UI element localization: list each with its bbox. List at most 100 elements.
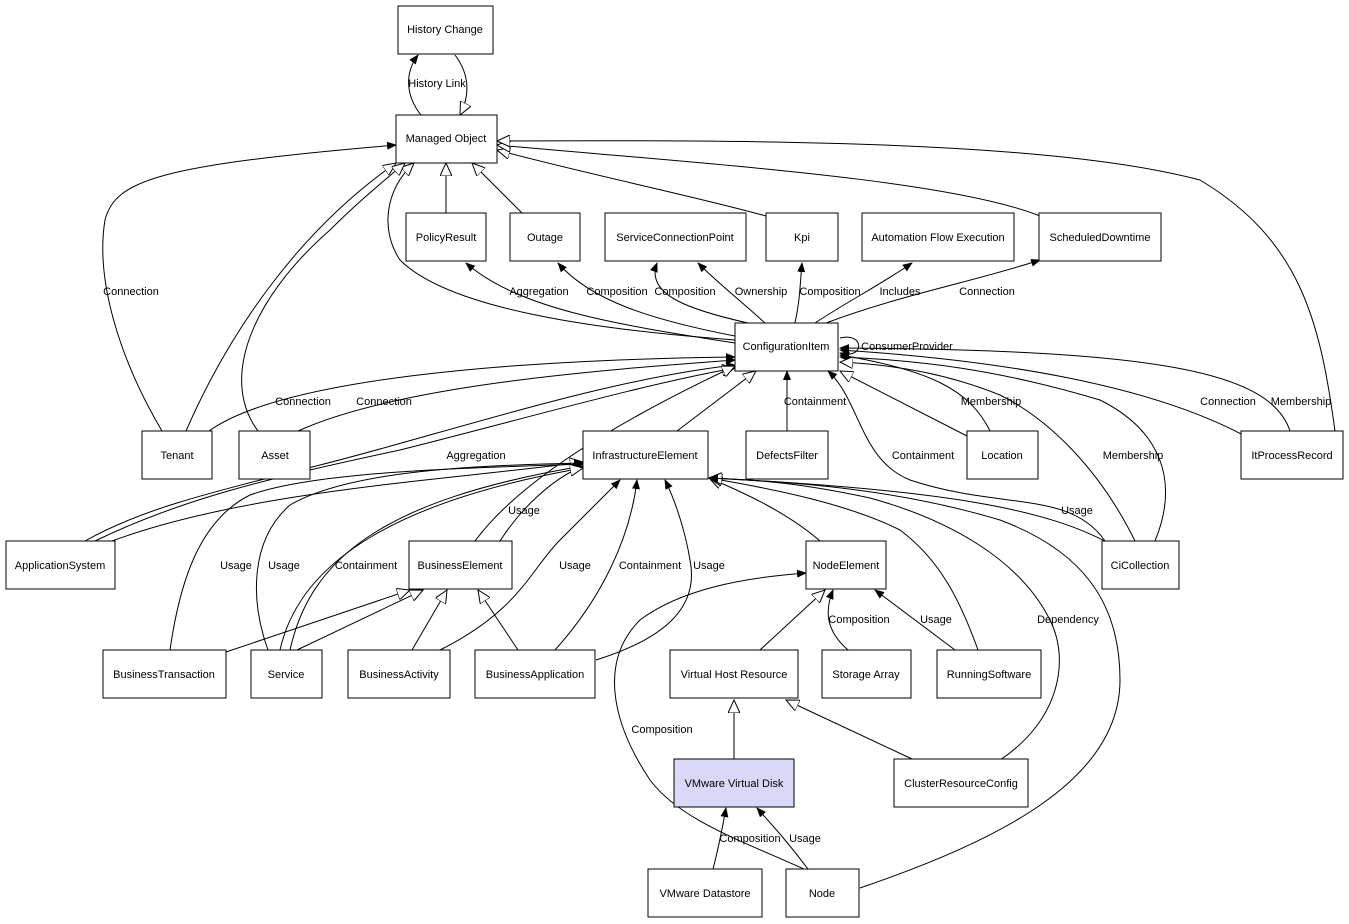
- edge-tenant-mo-inherit: [185, 163, 396, 432]
- edge-cicol-ie-usage: [708, 474, 1113, 546]
- edge-service-be: [296, 590, 423, 651]
- svg-text:Managed Object: Managed Object: [406, 133, 487, 145]
- svg-text:VMware Virtual Disk: VMware Virtual Disk: [685, 778, 784, 790]
- node-history-change[interactable]: History Change: [397, 5, 494, 55]
- edge-asset-ci: [297, 356, 736, 432]
- svg-text:ItProcessRecord: ItProcessRecord: [1251, 450, 1332, 462]
- edge-service-ie-usage: [255, 459, 584, 651]
- node-infrastructure-element[interactable]: InfrastructureElement: [582, 430, 709, 480]
- label-composition-kpi: Composition: [799, 286, 860, 298]
- edge-storage-ne: [825, 589, 849, 651]
- edge-bt-ie-usage: [169, 460, 584, 651]
- node-vmware-virtual-disk[interactable]: VMware Virtual Disk: [673, 758, 795, 808]
- edge-node-ne-composition: [614, 569, 807, 871]
- edge-running-ie-inherit: [709, 478, 979, 651]
- node-kpi[interactable]: Kpi: [765, 212, 839, 262]
- edge-managed-object-history-inherit: [454, 54, 467, 115]
- node-managed-object[interactable]: Managed Object: [395, 114, 498, 164]
- node-node-element[interactable]: NodeElement: [805, 540, 887, 590]
- svg-text:Automation Flow Execution: Automation Flow Execution: [871, 232, 1004, 244]
- node-running-software[interactable]: RunningSoftware: [936, 649, 1042, 699]
- label-containment-cicol: Containment: [892, 450, 954, 462]
- edge-crc-vhr: [786, 700, 913, 760]
- edge-bact-ie-usage: [439, 479, 621, 651]
- label-containment-service: Containment: [335, 560, 397, 572]
- node-vmware-datastore[interactable]: VMware Datastore: [647, 868, 763, 918]
- node-business-application[interactable]: BusinessApplication: [474, 649, 596, 699]
- edge-cicol-ci-membership: [839, 353, 1167, 542]
- nodes: History Change Managed Object PolicyResu…: [5, 5, 1344, 918]
- node-application-system[interactable]: ApplicationSystem: [5, 540, 116, 590]
- node-tenant[interactable]: Tenant: [141, 430, 213, 480]
- svg-text:VMware Datastore: VMware Datastore: [659, 888, 750, 900]
- node-outage[interactable]: Outage: [509, 212, 581, 262]
- edge-bapp-ie-usage: [595, 479, 692, 661]
- edge-kpi-mo: [497, 150, 767, 217]
- svg-text:Tenant: Tenant: [160, 450, 193, 462]
- edge-labels: History Link Connection Aggregation Comp…: [103, 78, 1331, 845]
- edge-be-ci-inherit: [474, 366, 735, 542]
- node-storage-array[interactable]: Storage Array: [821, 649, 912, 699]
- label-connection-asset-ci: Connection: [356, 396, 412, 408]
- label-usage-be-ie: Usage: [508, 505, 540, 517]
- node-business-activity[interactable]: BusinessActivity: [347, 649, 451, 699]
- svg-text:ScheduledDowntime: ScheduledDowntime: [1050, 232, 1151, 244]
- label-membership-location: Membership: [961, 396, 1022, 408]
- node-service-connection-point[interactable]: ServiceConnectionPoint: [604, 212, 747, 262]
- svg-text:CiCollection: CiCollection: [1111, 560, 1170, 572]
- svg-text:BusinessTransaction: BusinessTransaction: [113, 669, 215, 681]
- node-service[interactable]: Service: [250, 649, 323, 699]
- label-connection-tenant-mo: Connection: [103, 286, 159, 298]
- edge-ne-ie-inherit: [709, 478, 821, 542]
- edge-cicol-ci-containment: [827, 370, 1106, 542]
- edge-ci-outage: [557, 262, 741, 338]
- svg-text:ClusterResourceConfig: ClusterResourceConfig: [904, 778, 1018, 790]
- label-history-link: History Link: [408, 78, 466, 90]
- node-asset[interactable]: Asset: [238, 430, 311, 480]
- node-it-process-record[interactable]: ItProcessRecord: [1240, 430, 1344, 480]
- edge-ci-afe: [814, 262, 913, 324]
- label-usage-bapp: Usage: [693, 560, 725, 572]
- svg-text:History Change: History Change: [407, 24, 483, 36]
- label-connection-sd: Connection: [959, 286, 1015, 298]
- node-business-transaction[interactable]: BusinessTransaction: [102, 649, 227, 699]
- node-ci-collection[interactable]: CiCollection: [1101, 540, 1180, 590]
- label-usage-bt: Usage: [220, 560, 252, 572]
- svg-text:Kpi: Kpi: [794, 232, 810, 244]
- edge-bact-be: [411, 590, 447, 651]
- label-composition-outage: Composition: [586, 286, 647, 298]
- node-scheduled-downtime[interactable]: ScheduledDowntime: [1038, 212, 1162, 262]
- node-policy-result[interactable]: PolicyResult: [405, 212, 487, 262]
- node-virtual-host-resource[interactable]: Virtual Host Resource: [669, 649, 799, 699]
- svg-text:RunningSoftware: RunningSoftware: [947, 669, 1031, 681]
- svg-text:ConfigurationItem: ConfigurationItem: [743, 341, 830, 353]
- svg-text:Node: Node: [809, 888, 835, 900]
- node-defects-filter[interactable]: DefectsFilter: [745, 430, 829, 480]
- node-business-element[interactable]: BusinessElement: [408, 540, 513, 590]
- label-usage-cicol-ie: Usage: [1061, 505, 1093, 517]
- svg-text:Location: Location: [981, 450, 1023, 462]
- node-automation-flow-execution[interactable]: Automation Flow Execution: [861, 212, 1015, 262]
- edge-cicol-ci-inherit: [840, 362, 1136, 542]
- label-connection-itpr: Connection: [1200, 396, 1256, 408]
- edge-running-ne: [874, 589, 956, 651]
- label-aggregation-appsys: Aggregation: [446, 450, 505, 462]
- edge-node-ie-inherit: [709, 478, 1121, 889]
- label-containment-bapp: Containment: [619, 560, 681, 572]
- edge-tenant-mo-connection: [102, 141, 397, 432]
- node-location[interactable]: Location: [966, 430, 1039, 480]
- svg-text:BusinessActivity: BusinessActivity: [359, 669, 439, 681]
- edge-location-ci-membership: [839, 352, 991, 432]
- svg-text:NodeElement: NodeElement: [813, 560, 880, 572]
- node-cluster-resource-config[interactable]: ClusterResourceConfig: [893, 758, 1029, 808]
- node-node[interactable]: Node: [785, 868, 860, 918]
- edge-bt-be: [225, 590, 410, 653]
- node-configuration-item[interactable]: ConfigurationItem: [734, 322, 839, 372]
- label-consumer-provider: ConsumerProvider: [861, 341, 953, 353]
- svg-text:Outage: Outage: [527, 232, 563, 244]
- edge-appsys-ci-aggregation: [84, 362, 736, 542]
- label-membership-itpr: Membership: [1271, 396, 1332, 408]
- label-connection-tenant-ci: Connection: [275, 396, 331, 408]
- edge-ci-scp-composition: [650, 262, 749, 324]
- edge-location-ci-inherit: [840, 371, 968, 437]
